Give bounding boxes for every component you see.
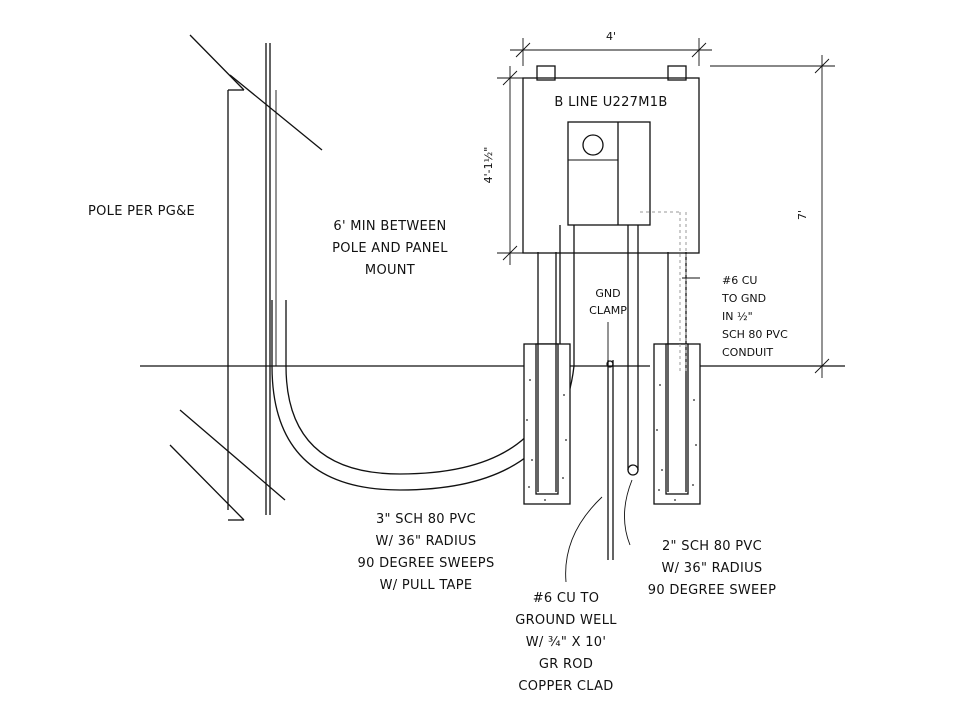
gnd-clamp-line-1: GND	[595, 287, 620, 300]
pole-label: POLE PER PG&E	[88, 204, 195, 219]
sweep-2in-line-1: 2" SCH 80 PVC	[662, 539, 762, 554]
dimension-total-height-label: 7'	[796, 210, 809, 220]
dimension-width	[510, 38, 712, 66]
dimension-panel-height-label: 4'-1½"	[482, 147, 495, 184]
ground-rod-line-3: W/ ¾" X 10'	[526, 635, 607, 650]
ground-conduit-line-3: IN ½"	[722, 310, 753, 323]
ground-rod-line-4: GR ROD	[539, 657, 593, 672]
ground-conduit-line-4: SCH 80 PVC	[722, 328, 788, 341]
concrete-footing-right	[653, 343, 701, 505]
panel-enclosure	[522, 65, 700, 254]
min-between-line-3: MOUNT	[365, 263, 415, 278]
sweep-3in-line-4: W/ PULL TAPE	[380, 578, 473, 593]
gnd-clamp-line-2: CLAMP	[589, 304, 627, 317]
utility-pole	[169, 34, 323, 521]
sweep-2in-line-2: W/ 36" RADIUS	[662, 561, 763, 576]
ground-conduit-line-5: CONDUIT	[722, 346, 773, 359]
ground-rod-line-5: COPPER CLAD	[518, 679, 613, 694]
dimension-total-height	[710, 55, 835, 378]
min-between-line-1: 6' MIN BETWEEN	[333, 219, 446, 234]
ground-rod	[606, 360, 614, 560]
ground-conduit	[640, 211, 687, 372]
ground-rod-line-1: #6 CU TO	[533, 591, 600, 606]
sweep-3in-line-3: 90 DEGREE SWEEPS	[358, 556, 495, 571]
sweep-2in-line-3: 90 DEGREE SWEEP	[648, 583, 776, 598]
panel-model-label: B LINE U227M1B	[554, 95, 667, 110]
sweep-3in-line-1: 3" SCH 80 PVC	[376, 512, 476, 527]
dimension-panel-height	[497, 66, 523, 265]
ground-rod-line-2: GROUND WELL	[515, 613, 617, 628]
sweep-3in-line-2: W/ 36" RADIUS	[376, 534, 477, 549]
min-between-line-2: POLE AND PANEL	[332, 241, 448, 256]
concrete-footing-left	[523, 343, 571, 505]
ground-conduit-line-2: TO GND	[721, 292, 766, 305]
leader-lines	[565, 277, 700, 583]
dimension-width-label: 4'	[606, 30, 616, 43]
ground-conduit-line-1: #6 CU	[722, 274, 757, 287]
sweep-conduit-2in	[627, 225, 639, 476]
meter-base	[567, 121, 651, 226]
